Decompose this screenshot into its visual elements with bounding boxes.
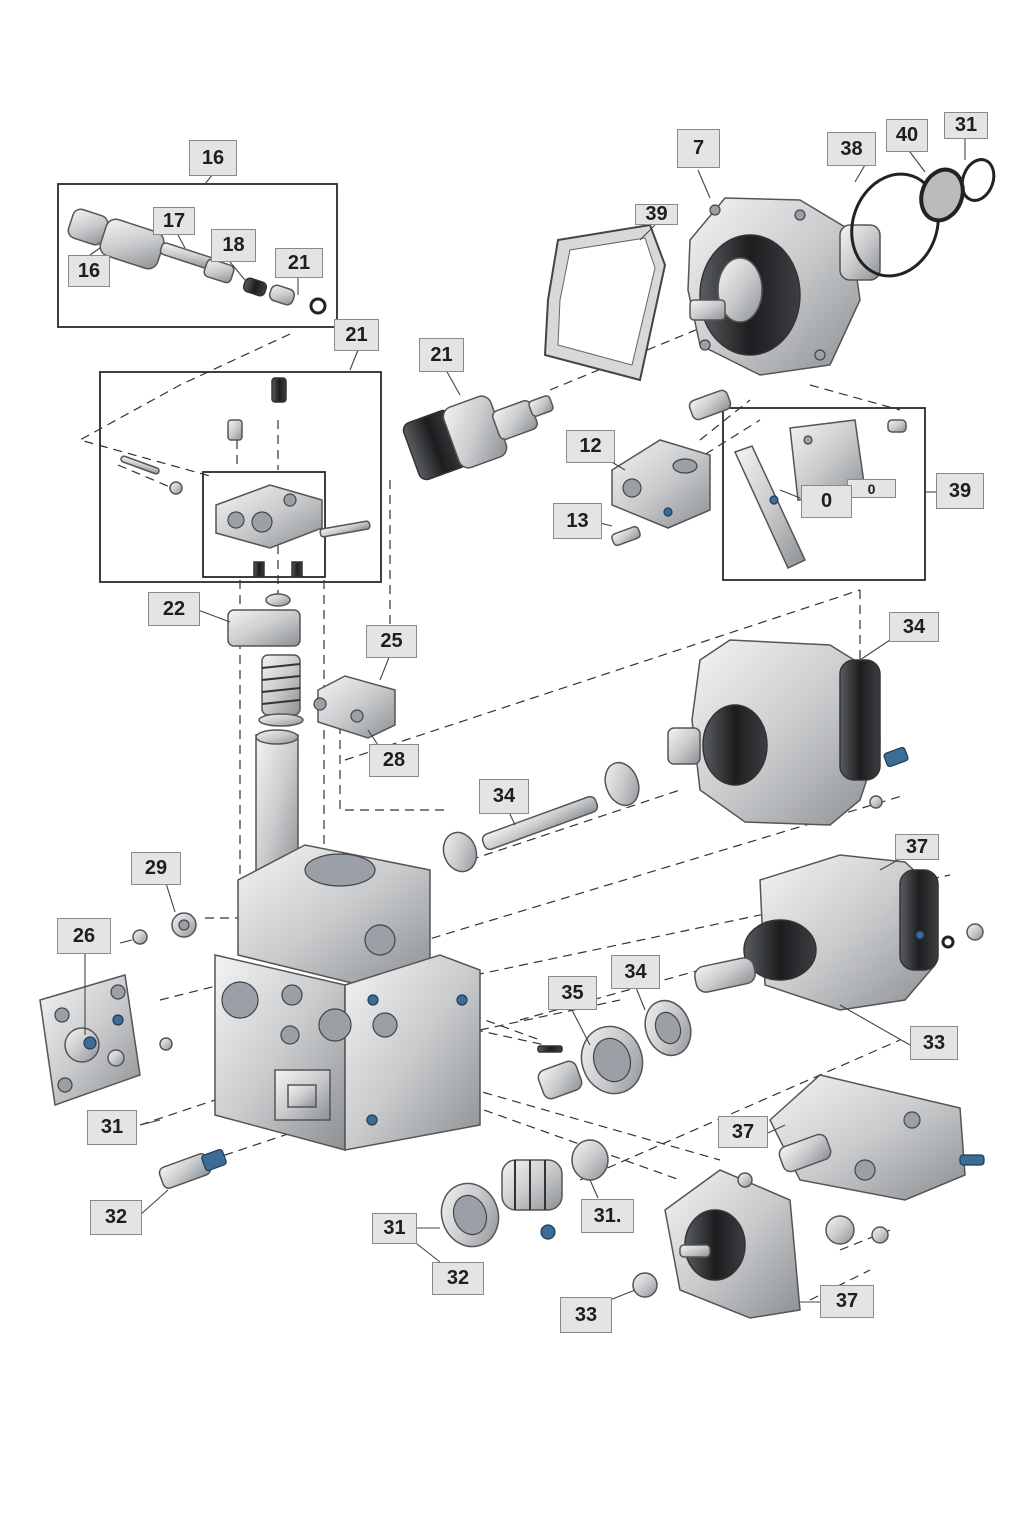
part-rings-top (850, 158, 996, 278)
inner-frame-block (202, 471, 326, 578)
part-26-plate (39, 974, 141, 1107)
callout-39-gasket: 39 (635, 203, 678, 225)
callout-12: 12 (566, 430, 615, 463)
callout-17: 17 (153, 207, 195, 235)
callout-37-cover: 37 (820, 1285, 874, 1318)
leader-lines (84, 135, 966, 1303)
part-35-bearing (537, 999, 692, 1100)
callout-37-motor: 37 (895, 834, 939, 860)
subassembly-frame-16 (57, 183, 338, 328)
callout-35: 35 (548, 976, 597, 1010)
callout-22: 22 (148, 592, 200, 626)
callout-0-small: 0 (847, 479, 896, 498)
callout-26: 26 (57, 918, 111, 954)
callout-34-pump: 34 (889, 612, 939, 642)
subassembly-frame-39 (722, 407, 926, 581)
part-valve-spool (67, 208, 327, 315)
part-25-block (313, 675, 396, 739)
part-main-pump-body (214, 844, 481, 1151)
part-7-housing (687, 197, 881, 376)
part-39-gasket (543, 223, 667, 382)
part-37-valve-block (769, 1074, 985, 1201)
callout-33-motor: 33 (910, 1026, 958, 1060)
callout-28: 28 (369, 744, 419, 777)
callout-31-bottom: 31 (372, 1213, 417, 1244)
subassembly-frame-21 (99, 371, 382, 583)
callout-13: 13 (553, 503, 602, 539)
callout-21-small: 21 (275, 248, 323, 278)
callout-34-shaft: 34 (479, 779, 529, 814)
part-32-fitting (158, 1148, 227, 1189)
callout-31-left: 31 (87, 1110, 137, 1145)
callout-32-bottom: 32 (432, 1262, 484, 1295)
callout-18: 18 (211, 229, 256, 262)
callout-40: 40 (886, 119, 928, 152)
callout-33-bottom: 33 (560, 1297, 612, 1333)
part-34-gear-pump (667, 639, 909, 826)
callout-29: 29 (131, 852, 181, 885)
callout-16-frame: 16 (189, 140, 237, 176)
callout-31-top: 31 (944, 112, 988, 139)
part-valve-block (120, 377, 371, 577)
callout-39-bracket: 39 (936, 473, 984, 509)
callout-0: 0 (801, 485, 852, 518)
callout-7: 7 (677, 129, 720, 168)
callout-25: 25 (366, 625, 417, 658)
callout-31-dot: 31. (581, 1199, 634, 1233)
part-22-cap (227, 593, 304, 727)
callout-21-shaft: 21 (419, 338, 464, 372)
callout-21-frame: 21 (334, 319, 379, 351)
part-39-bracket (733, 419, 907, 570)
callout-16-spool: 16 (68, 255, 110, 287)
part-37-motor (694, 854, 984, 1011)
callout-34-bearing: 34 (611, 955, 660, 989)
part-21-drive-shaft (402, 395, 554, 481)
part-bottom-bearings (440, 1139, 609, 1248)
part-34-shaft (442, 761, 640, 873)
part-37-cover-plate (632, 1169, 889, 1319)
part-12-block (611, 389, 732, 547)
callout-32-left: 32 (90, 1200, 142, 1235)
callout-38: 38 (827, 132, 876, 166)
part-29-fitting (132, 912, 197, 1051)
callout-37-block: 37 (718, 1116, 768, 1148)
